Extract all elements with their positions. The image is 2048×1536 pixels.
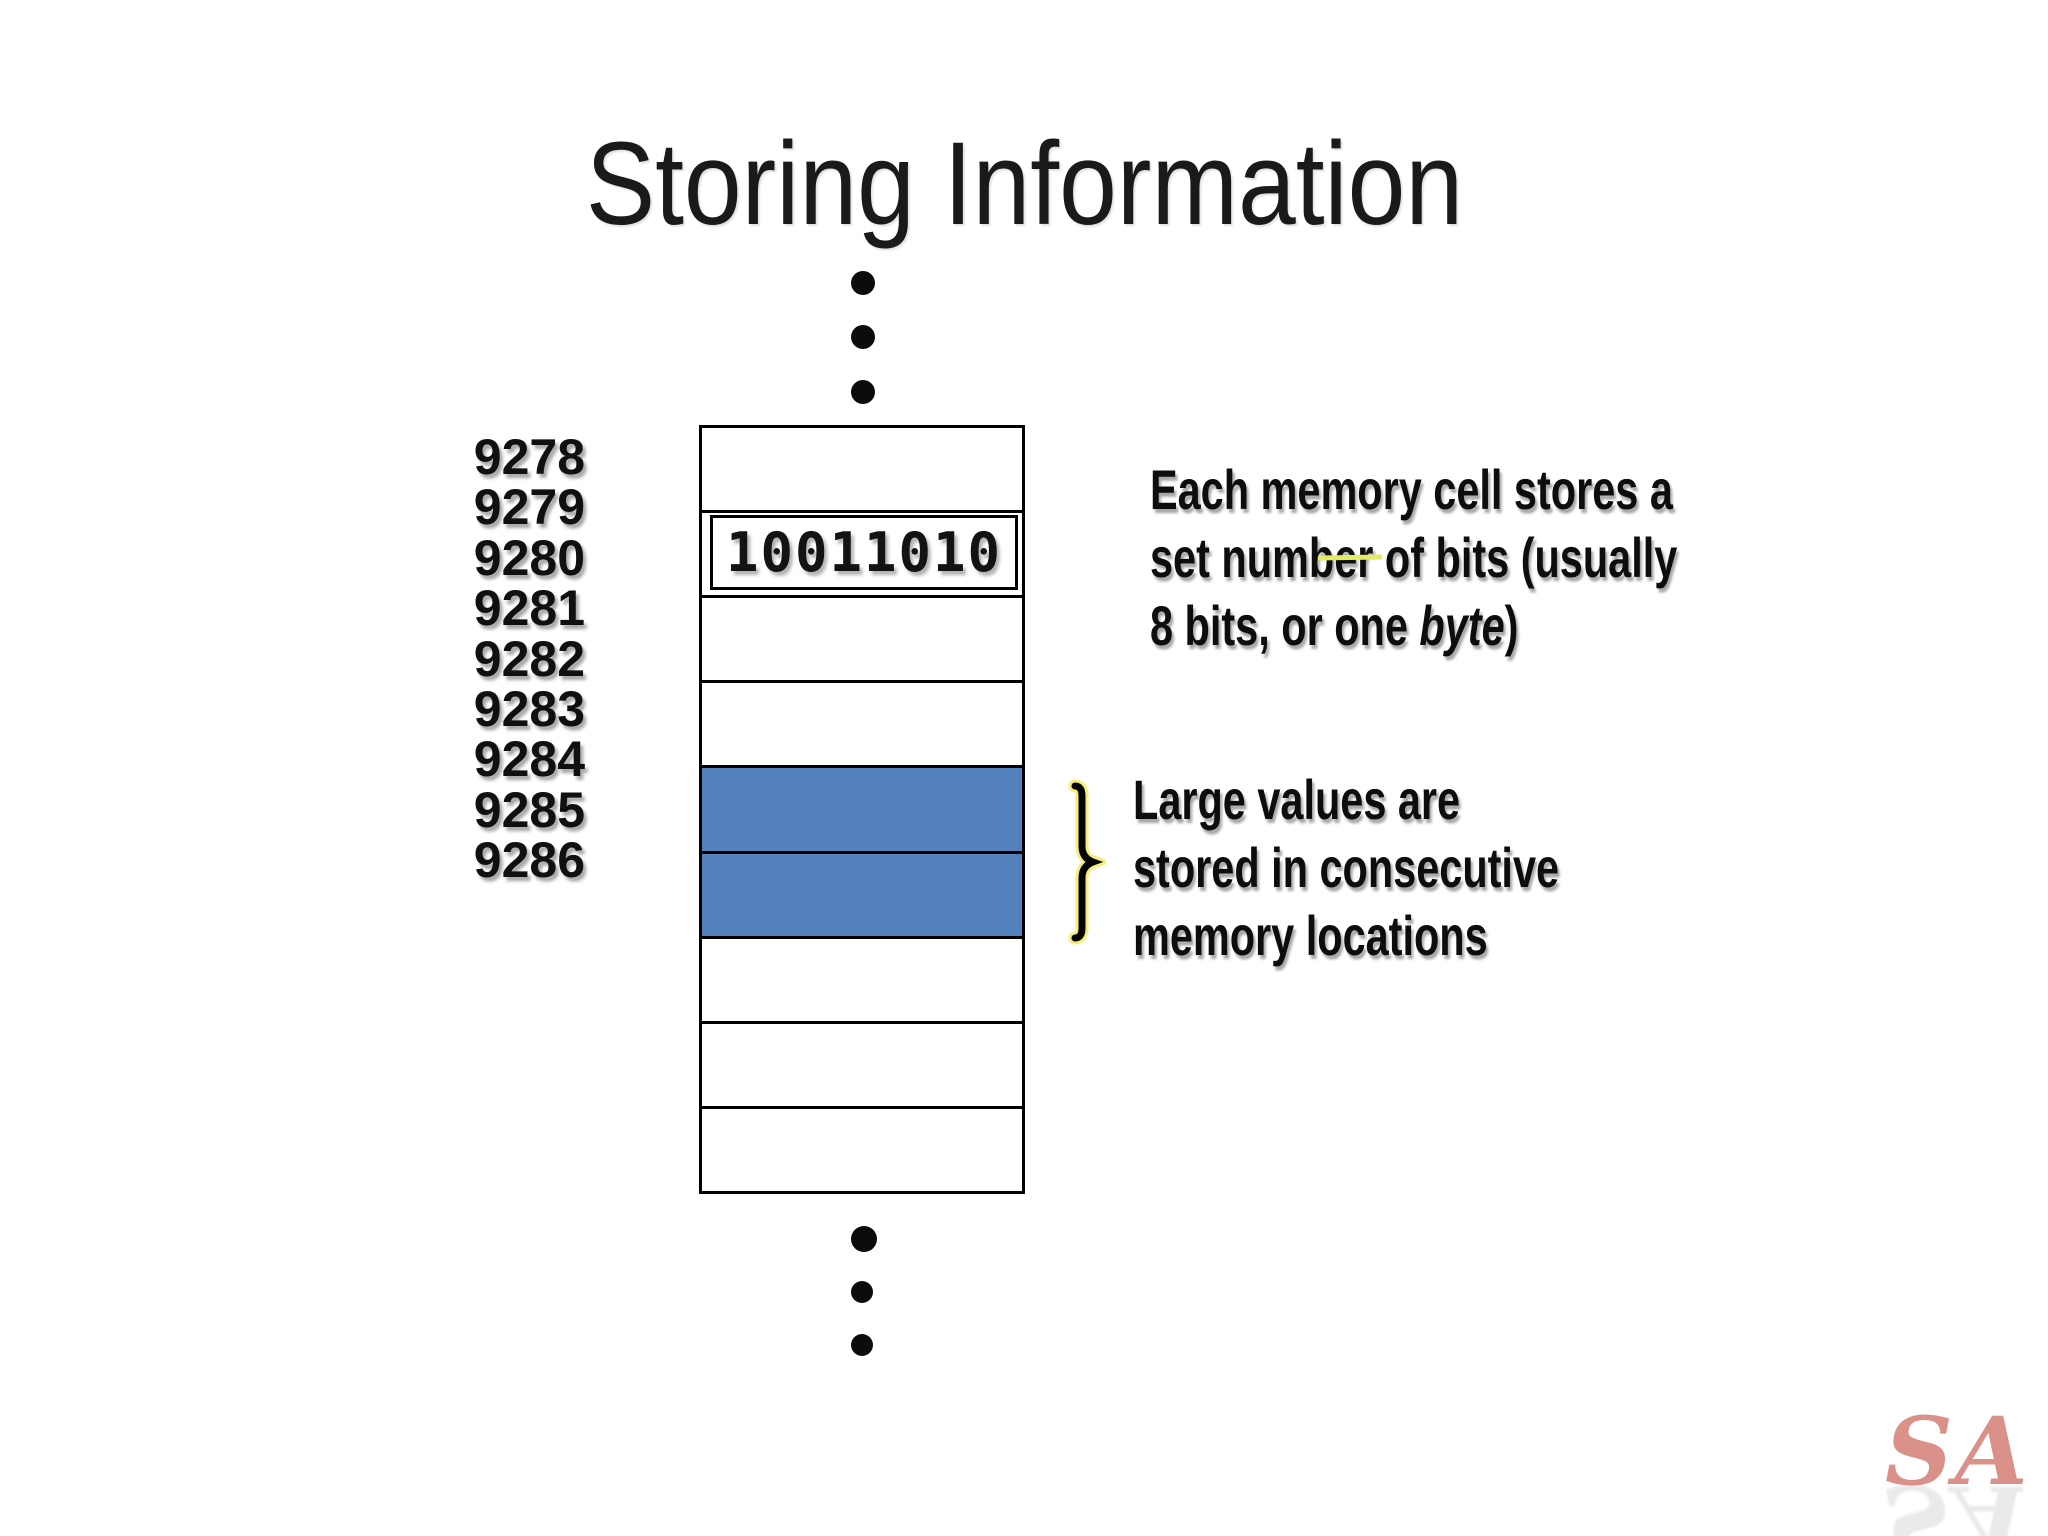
memory-cell-highlighted (702, 853, 1022, 939)
note-line: set number of bits (usually (1150, 526, 1678, 589)
memory-cell-value: 10011010 (725, 521, 1003, 585)
ellipsis-dot (851, 325, 875, 349)
memory-address: 9286 (473, 832, 585, 889)
ellipsis-dot (851, 1281, 873, 1303)
note-line-text: 8 bits, or one (1150, 594, 1420, 657)
memory-cell-value-box: 10011010 (710, 515, 1018, 591)
ellipsis-dot (851, 1226, 877, 1252)
note-line: memory locations (1133, 904, 1488, 967)
memory-column: 10011010 (699, 425, 1025, 1194)
memory-address: 9282 (473, 630, 585, 687)
memory-cell (702, 938, 1022, 1024)
memory-address: 9285 (473, 781, 585, 838)
memory-address: 9284 (473, 731, 585, 788)
note-line: 8 bits, or one byte) (1150, 592, 1677, 660)
memory-cell (702, 1108, 1022, 1191)
ellipsis-dot (851, 1334, 873, 1356)
memory-address: 9278 (473, 429, 585, 485)
memory-address: 9281 (473, 580, 585, 637)
memory-cell: 10011010 (702, 513, 1022, 599)
brace-icon (1068, 779, 1106, 945)
logo-wrap: SA SA (1885, 1405, 2030, 1536)
memory-cell (702, 598, 1022, 684)
memory-cell (702, 428, 1022, 514)
note-line: Each memory cell stores a (1150, 458, 1673, 521)
memory-address: 9283 (473, 681, 585, 738)
title-wrap: Storing Information (0, 125, 2048, 243)
memory-cell (702, 683, 1022, 769)
memory-address: 9279 (473, 479, 585, 536)
note-line-text: ) (1504, 594, 1519, 657)
note-line: stored in consecutive (1133, 836, 1560, 899)
memory-address: 9280 (473, 529, 585, 586)
memory-cell-highlighted (702, 768, 1022, 854)
ellipsis-dot (851, 271, 875, 295)
note-line-italic: byte (1419, 594, 1505, 657)
memory-cell (702, 1023, 1022, 1109)
sa-logo: SA (1885, 1405, 2030, 1499)
note-large-values: Large values are stored in consecutive m… (1133, 766, 1559, 970)
note-line: Large values are (1133, 768, 1461, 831)
note-cell-bits: Each memory cell stores a set number of … (1150, 456, 1677, 660)
ellipsis-dot (851, 380, 875, 404)
page-title: Storing Information (585, 118, 1463, 250)
